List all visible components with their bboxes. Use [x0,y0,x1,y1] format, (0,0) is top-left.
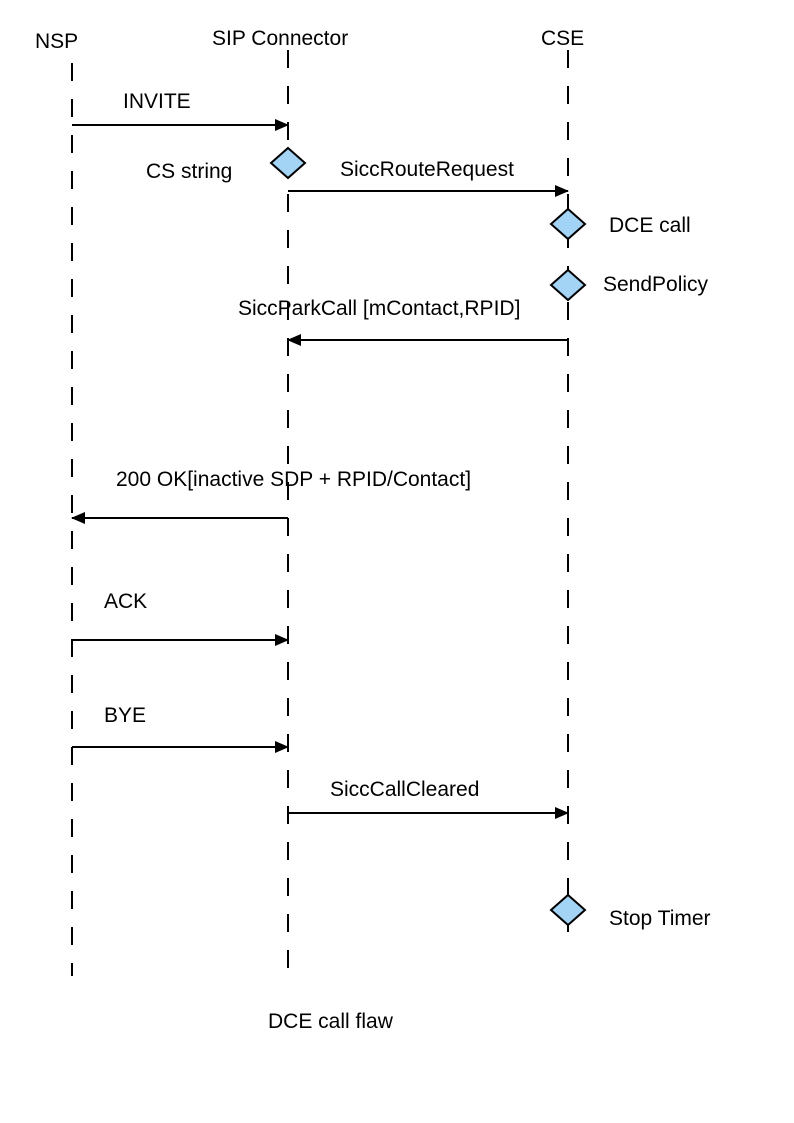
message-label-bye: BYE [104,704,146,727]
diamond-marker-dce-call [549,207,587,241]
note-label-dce-call: DCE call [609,214,691,237]
message-label-sicccallcleared: SiccCallCleared [330,778,479,801]
diamond-marker-cs-string [269,146,307,180]
note-label-stop-timer: Stop Timer [609,907,711,930]
note-label-cs-string: CS string [146,160,232,183]
message-label-invite: INVITE [123,90,191,113]
message-label-ack: ACK [104,590,147,613]
diamond-marker-send-policy [549,268,587,302]
lifeline-header-cse: CSE [541,27,584,50]
message-label-siccparkcall: SiccParkCall [mContact,RPID] [238,297,520,320]
diagram-caption: DCE call flaw [268,1010,394,1033]
lifeline-header-nsp: NSP [35,30,78,53]
diamond-marker-stop-timer [549,893,587,927]
message-label-200-ok: 200 OK[inactive SDP + RPID/Contact] [116,468,471,491]
lifeline-header-sip-connector: SIP Connector [212,27,348,50]
message-label-siccrouterequest: SiccRouteRequest [340,158,514,181]
note-label-send-policy: SendPolicy [603,273,709,296]
